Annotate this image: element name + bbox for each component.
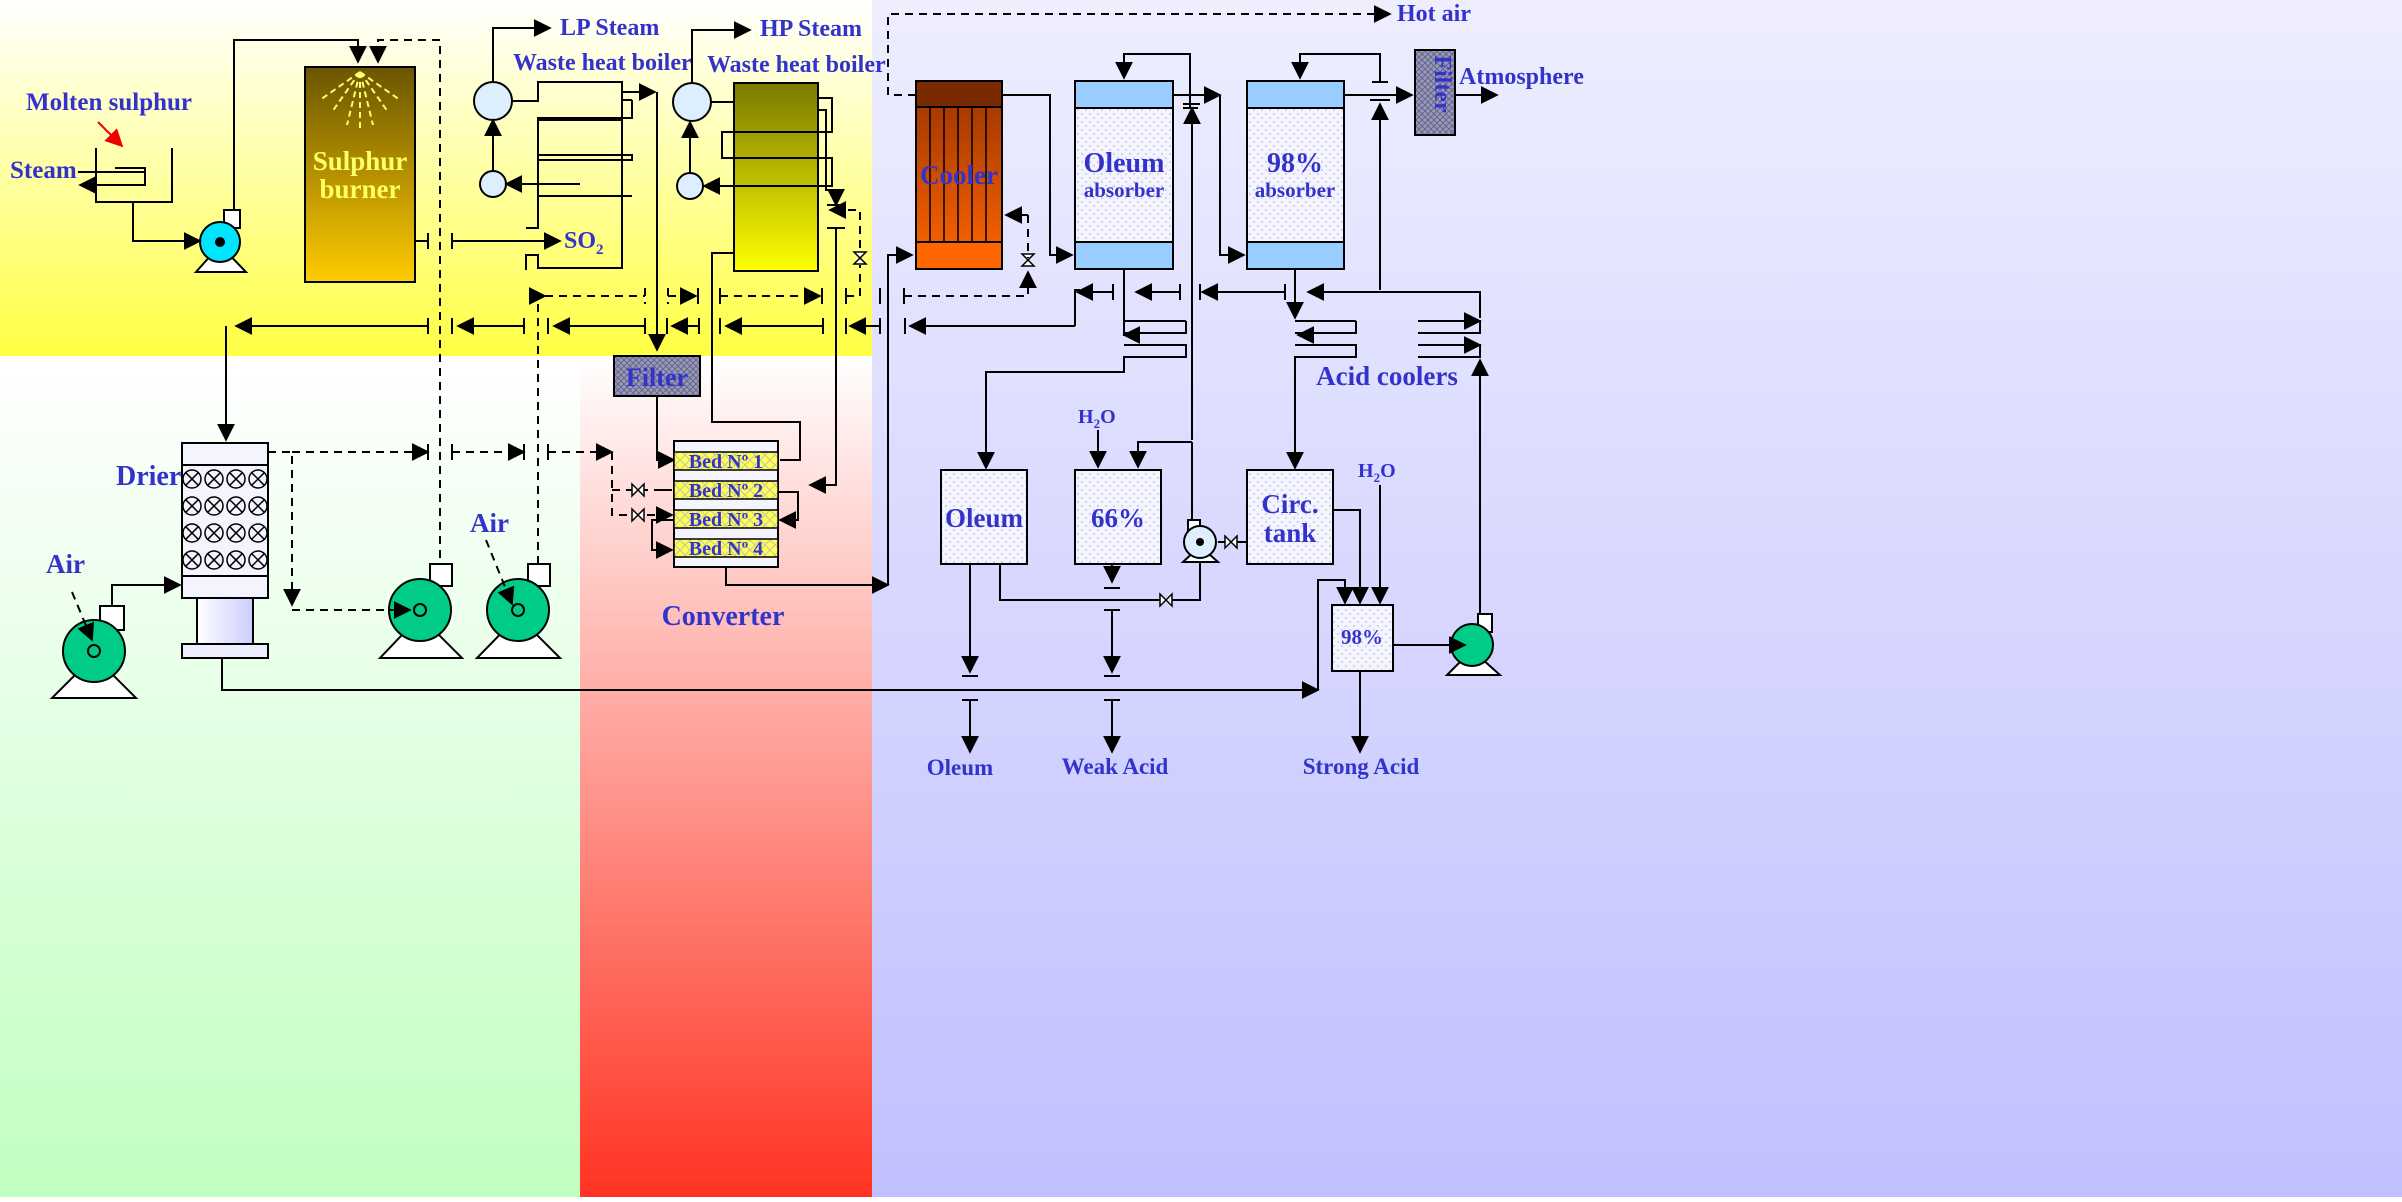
- drier-label: Drier: [116, 461, 181, 492]
- packing-cross: [207, 526, 221, 540]
- oleum-tank-label: Oleum: [945, 503, 1024, 533]
- steam-drum-2: [672, 82, 712, 122]
- tank-66: [1074, 469, 1162, 565]
- packing-element: [182, 523, 202, 543]
- packing-element: [182, 550, 202, 570]
- oleum-absorber: [1074, 80, 1174, 270]
- filter-mid-label: Filter: [626, 363, 688, 392]
- waste-heat-boiler-2-label: Waste heat boiler: [707, 52, 886, 78]
- steam-label: Steam: [10, 157, 77, 184]
- packing-cross: [185, 553, 199, 567]
- oleum-tank: [940, 469, 1028, 565]
- zone-air-drying: [0, 356, 580, 1197]
- pump-66: [1180, 519, 1221, 563]
- waste-heat-boiler-1-label: Waste heat boiler: [513, 50, 692, 76]
- packing-element: [226, 523, 246, 543]
- bed-1-label: Bed Nº 1: [689, 451, 763, 473]
- packing-cross: [251, 472, 265, 486]
- so2-label: SO2: [564, 228, 604, 258]
- circ-tank-label-2: tank: [1264, 518, 1317, 548]
- out-oleum-label: Oleum: [927, 755, 993, 780]
- packing-element: [248, 496, 268, 516]
- packing-cross: [229, 526, 243, 540]
- valve-a: [852, 251, 868, 265]
- packing-element: [204, 469, 224, 489]
- mud-drum-1: [479, 170, 507, 198]
- packing-element: [226, 496, 246, 516]
- absorber-98: [1246, 80, 1345, 270]
- packing-element: [182, 496, 202, 516]
- burner-spray: [319, 71, 401, 128]
- hp-steam-label: HP Steam: [760, 16, 862, 42]
- packing-element: [248, 469, 268, 489]
- packing-cross: [251, 553, 265, 567]
- oleum-absorber-label-1: Oleum: [1084, 148, 1165, 179]
- valve-bed2: [631, 482, 645, 498]
- mud-drum-2: [676, 172, 704, 200]
- packing-cross: [207, 472, 221, 486]
- packing-element: [204, 496, 224, 516]
- pump-98: [1444, 613, 1503, 676]
- lp-steam-label: LP Steam: [560, 15, 659, 41]
- packing-cross: [185, 526, 199, 540]
- packing-cross: [229, 553, 243, 567]
- out-weak-acid-label: Weak Acid: [1062, 754, 1169, 779]
- molten-sulphur-label: Molten sulphur: [26, 89, 192, 116]
- packing-element: [248, 523, 268, 543]
- packing-cross: [185, 472, 199, 486]
- circ-tank: [1246, 469, 1334, 565]
- packing-cross: [251, 499, 265, 513]
- out-strong-acid-label: Strong Acid: [1303, 754, 1420, 779]
- bed-3-label: Bed Nº 3: [689, 509, 763, 531]
- packing-element: [226, 550, 246, 570]
- valve-c: [1224, 534, 1238, 550]
- packing-cross: [251, 526, 265, 540]
- acid-coolers-label: Acid coolers: [1316, 361, 1458, 391]
- waste-heat-boiler-2: [733, 82, 819, 272]
- packing-cross: [229, 472, 243, 486]
- valve-bed3: [631, 507, 645, 523]
- burner-label-1: Sulphur: [313, 146, 408, 176]
- absorber-98-label-2: absorber: [1255, 178, 1336, 202]
- packing-cross: [207, 553, 221, 567]
- packing-element: [182, 469, 202, 489]
- tank-98: [1331, 604, 1394, 672]
- absorber-98-label-1: 98%: [1267, 148, 1323, 179]
- packing-element: [204, 523, 224, 543]
- burner-label-2: burner: [320, 174, 401, 204]
- valve-b: [1020, 253, 1036, 267]
- tank-98-label: 98%: [1341, 625, 1383, 649]
- converter-label: Converter: [662, 601, 785, 632]
- packing-cross: [207, 499, 221, 513]
- valve-d: [1159, 592, 1173, 608]
- drier: [181, 442, 269, 659]
- atmosphere-label: Atmosphere: [1459, 64, 1584, 90]
- filter-top: [1414, 49, 1456, 136]
- packing-element: [226, 469, 246, 489]
- bed-4-label: Bed Nº 4: [689, 538, 763, 560]
- packing-element: [248, 550, 268, 570]
- packing-cross: [185, 499, 199, 513]
- air-left-label: Air: [46, 549, 85, 579]
- steam-drum-1: [473, 81, 513, 121]
- hot-air-label: Hot air: [1397, 1, 1471, 27]
- sulphur-pump: [193, 209, 249, 273]
- circ-tank-label-1: Circ.: [1261, 489, 1318, 519]
- cooler-tubes: [929, 107, 987, 242]
- air-blower-mid-1: [377, 563, 465, 659]
- h2o-label-1: H2O: [1078, 406, 1116, 431]
- bed-2-label: Bed Nº 2: [689, 480, 763, 502]
- air-mid-label: Air: [470, 508, 509, 538]
- converter: [673, 440, 779, 568]
- filter-top-label: Filter: [1429, 55, 1455, 113]
- cooler-label: Cooler: [920, 160, 998, 190]
- packing-cross: [229, 499, 243, 513]
- oleum-absorber-label-2: absorber: [1084, 178, 1165, 202]
- tank-66-label: 66%: [1091, 503, 1145, 533]
- h2o-label-2: H2O: [1358, 460, 1396, 485]
- packing-element: [204, 550, 224, 570]
